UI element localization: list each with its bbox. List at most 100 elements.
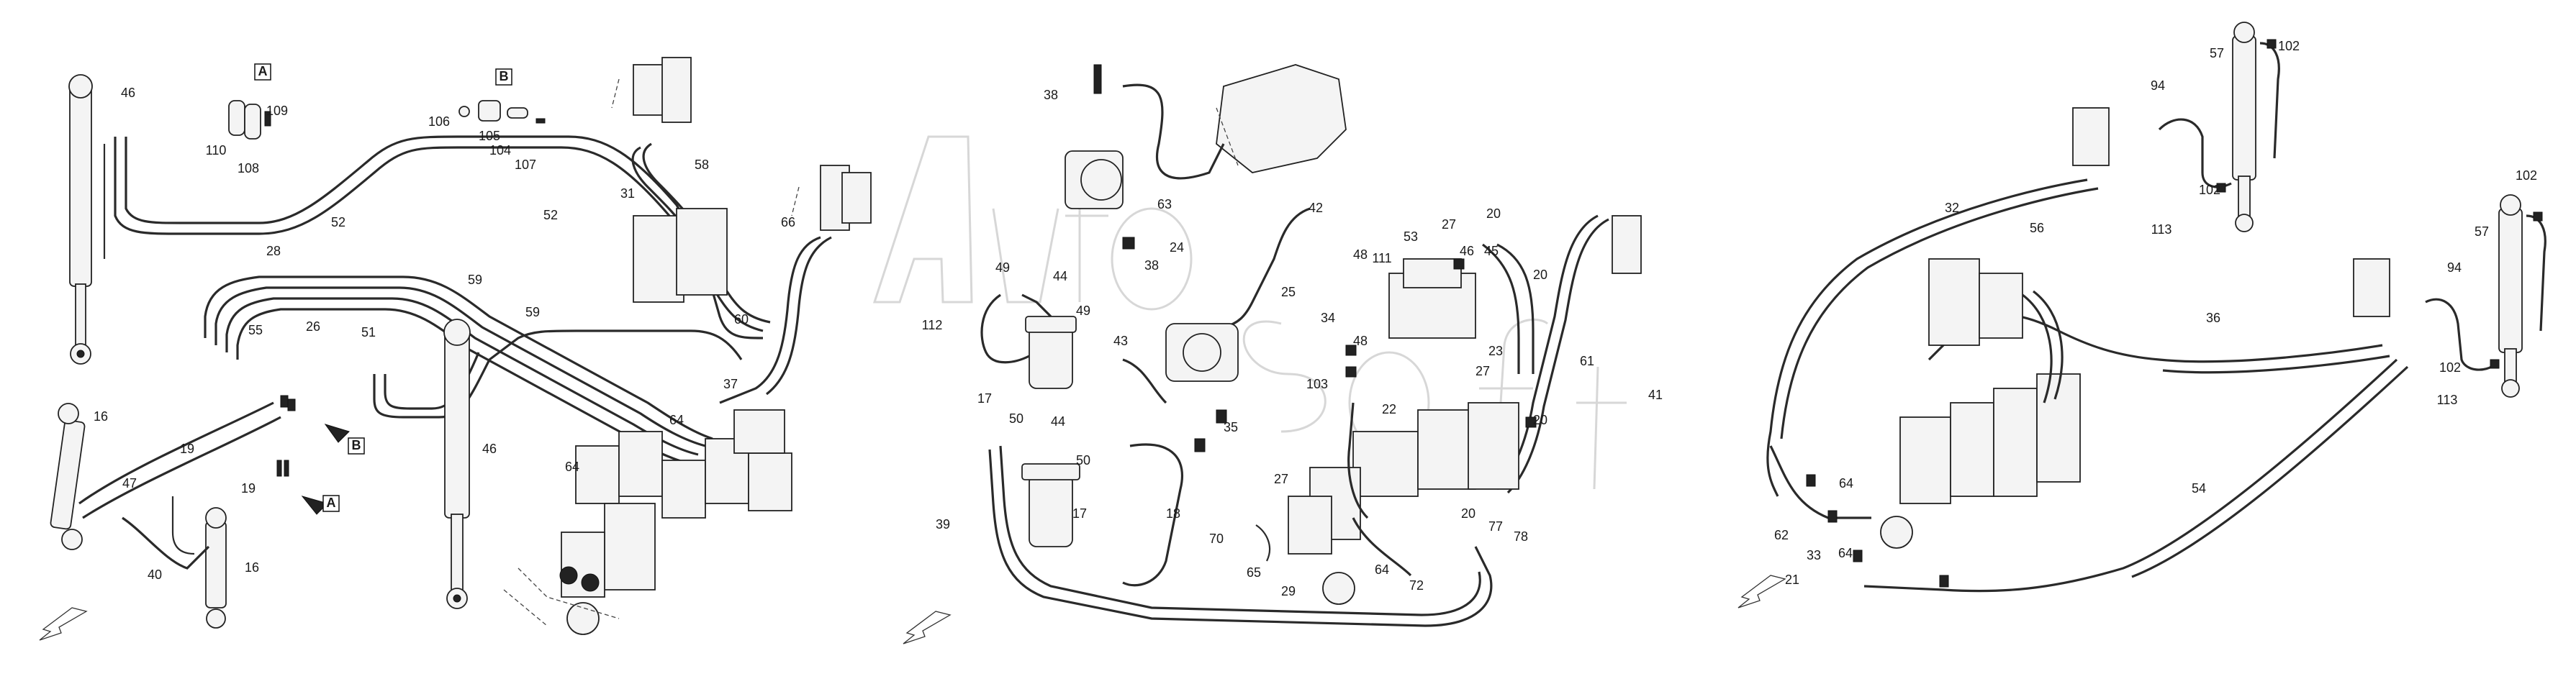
- callout-label: 50: [1009, 411, 1023, 426]
- panel-middle: [903, 64, 1642, 644]
- callout-label: 105: [479, 129, 500, 143]
- callout-label: 53: [1404, 229, 1418, 244]
- cylinder-16-left: [50, 403, 86, 550]
- callout-label: 64: [1375, 562, 1389, 577]
- callout-label: A: [258, 64, 268, 78]
- callout-label: 48: [1353, 247, 1368, 262]
- callout-label: 37: [723, 377, 738, 391]
- callout-label: 102: [2278, 39, 2300, 53]
- callout-label: 49: [1076, 304, 1090, 318]
- motor-43: [1165, 323, 1239, 382]
- callout-label: 27: [1274, 472, 1288, 486]
- callout-label: 26: [306, 319, 320, 334]
- detail-b-parts: [458, 100, 546, 124]
- callout-label: 17: [1072, 506, 1087, 521]
- valve-block-left: [503, 409, 792, 635]
- callout-label: 104: [489, 143, 511, 158]
- callout-label: 52: [543, 208, 558, 222]
- callout-label: A: [327, 496, 336, 510]
- callout-label: 102: [2439, 360, 2461, 375]
- callout-label: B: [500, 69, 509, 83]
- callout-label: 102: [2199, 183, 2220, 197]
- callout-label: 25: [1281, 285, 1296, 299]
- callout-label: 108: [238, 161, 259, 175]
- callout-label: 34: [1321, 311, 1335, 325]
- callout-label: 36: [2206, 311, 2220, 325]
- direction-arrow-middle: [903, 611, 952, 644]
- callout-label: 47: [122, 476, 137, 491]
- callout-label: 52: [331, 215, 345, 229]
- cylinder-57-upper: [2232, 22, 2256, 232]
- callout-label: 94: [2447, 260, 2462, 275]
- callout-label: 22: [1382, 402, 1396, 416]
- callout-box: [254, 63, 271, 81]
- callout-label: 77: [1488, 519, 1503, 534]
- callout-label: 64: [1838, 546, 1853, 560]
- callout-label: 107: [515, 158, 536, 172]
- callout-label: 102: [2516, 168, 2537, 183]
- callout-label: 35: [1224, 420, 1238, 434]
- callout-label: 27: [1442, 217, 1456, 232]
- callout-label: 60: [734, 312, 749, 327]
- valve-block-upper: [611, 57, 872, 303]
- direction-arrow-left: [39, 607, 88, 641]
- callout-label: 111: [1372, 251, 1391, 265]
- gauge-29: [1322, 572, 1355, 605]
- callout-label: 64: [1839, 476, 1853, 491]
- callout-label: 109: [266, 104, 288, 118]
- callout-label: 62: [1774, 528, 1789, 542]
- panel-right: [1737, 22, 2546, 608]
- callout-label: 51: [361, 325, 376, 339]
- valve-bank-right: [1880, 107, 2390, 549]
- callout-label: 45: [1484, 244, 1499, 258]
- callout-label: 23: [1488, 344, 1503, 358]
- callout-label: 70: [1209, 532, 1224, 546]
- callout-label: 49: [995, 260, 1010, 275]
- callout-box: [348, 437, 365, 455]
- filter-44-bottom: [1021, 463, 1080, 547]
- valve-bank-middle: [1288, 215, 1642, 555]
- callout-label: 94: [2151, 78, 2165, 93]
- callout-label: 64: [565, 460, 579, 474]
- callout-label: 20: [1533, 413, 1547, 427]
- callout-label: 17: [977, 391, 992, 406]
- callout-label: 33: [1807, 548, 1821, 562]
- callout-label: 44: [1053, 269, 1067, 283]
- direction-arrow-right: [1737, 575, 1786, 608]
- callout-label: 40: [148, 567, 162, 582]
- callout-label: 72: [1409, 578, 1424, 593]
- callout-label: 57: [2210, 46, 2224, 60]
- callout-box: [495, 68, 512, 86]
- callout-label: 113: [2437, 393, 2458, 407]
- callout-label: 50: [1076, 453, 1090, 468]
- callout-label: 112: [922, 318, 943, 332]
- callout-label: 66: [781, 215, 795, 229]
- callout-label: 48: [1353, 334, 1368, 348]
- callout-label: 41: [1648, 388, 1663, 402]
- callout-label: 20: [1486, 206, 1501, 221]
- cylinder-57-right: [2498, 194, 2523, 398]
- cylinder-46-left: [68, 74, 93, 365]
- callout-label: 46: [482, 442, 497, 456]
- callout-label: 16: [94, 409, 108, 424]
- callout-box: [322, 495, 340, 512]
- callout-label: 59: [525, 305, 540, 319]
- callout-label: 19: [180, 442, 194, 456]
- detail-a-parts: [228, 100, 271, 140]
- callout-label: 65: [1247, 565, 1261, 580]
- callout-label: 106: [428, 114, 450, 129]
- callout-label: 28: [266, 244, 281, 258]
- cylinder-16-bottom: [205, 507, 227, 629]
- callout-label: 39: [936, 517, 950, 532]
- callout-label: 78: [1514, 529, 1528, 544]
- callout-label: 16: [245, 560, 259, 575]
- callout-label: B: [352, 438, 361, 452]
- callout-label: 63: [1157, 197, 1172, 211]
- callout-label: 38: [1144, 258, 1159, 273]
- callout-label: 46: [121, 86, 135, 100]
- callout-label: 57: [2475, 224, 2489, 239]
- callout-label: 29: [1281, 584, 1296, 598]
